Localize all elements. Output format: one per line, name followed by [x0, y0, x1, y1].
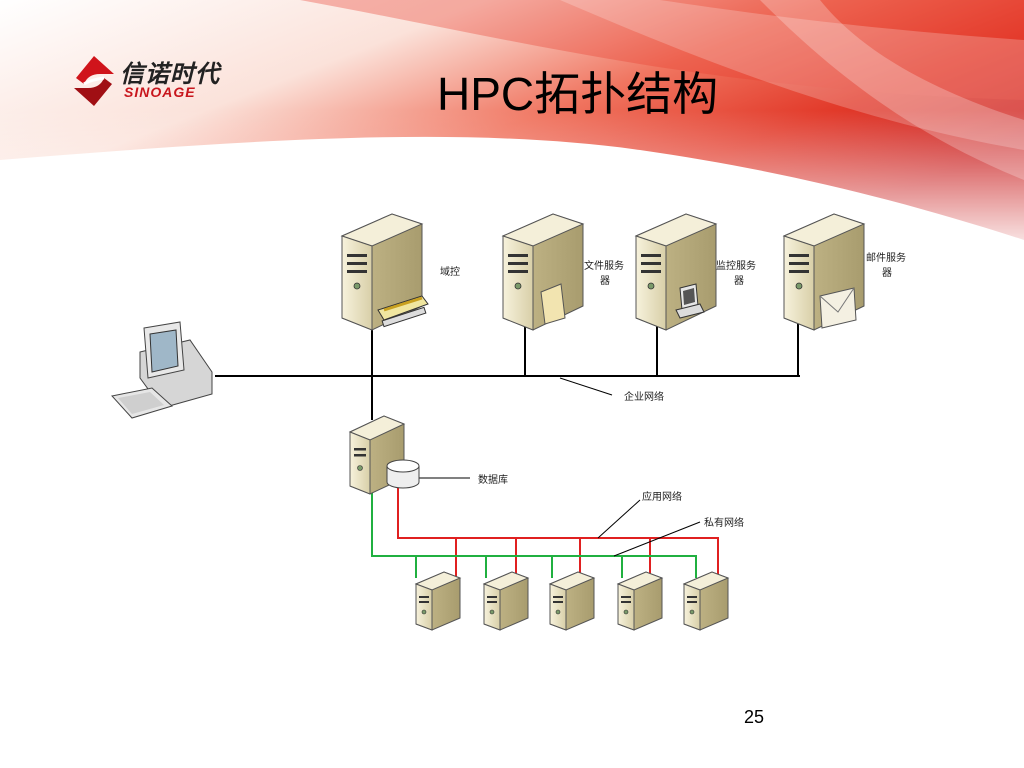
application-label-leader	[597, 499, 641, 539]
header-banner	[0, 0, 1024, 260]
mail-server-icon	[783, 213, 865, 331]
private-network	[371, 485, 697, 578]
mail-server-label-line1: 邮件服务	[866, 251, 906, 264]
brand-name-en: SINOAGE	[124, 84, 196, 100]
file-server-label-line1: 文件服务	[584, 259, 624, 272]
domain-controller-server-icon	[341, 213, 429, 331]
monitor-server-label-line2: 器	[734, 275, 744, 287]
enterprise-label-leader	[559, 377, 613, 396]
monitor-server-label-line1: 监控服务	[716, 259, 756, 272]
database-label: 数据库	[478, 473, 508, 486]
workstation-icon	[111, 321, 213, 419]
private-label-leader	[613, 521, 701, 557]
enterprise-network-label: 企业网络	[624, 390, 664, 403]
file-server-icon	[502, 213, 584, 331]
mail-server-label-line2: 器	[882, 267, 892, 279]
compute-node-4-icon	[617, 571, 663, 631]
file-server-label-line2: 器	[600, 275, 610, 287]
private-network-label: 私有网络	[704, 516, 744, 529]
slide-title: HPC拓扑结构	[437, 68, 719, 120]
application-network-label: 应用网络	[642, 490, 682, 503]
application-network	[397, 485, 719, 578]
compute-node-2-icon	[483, 571, 529, 631]
page-number: 25	[744, 707, 765, 727]
brand-logo: 信诺时代 SINOAGE	[70, 52, 260, 112]
monitor-server-icon	[635, 213, 717, 331]
compute-node-3-icon	[549, 571, 595, 631]
brand-name-cn: 信诺时代	[120, 60, 220, 88]
compute-node-1-icon	[415, 571, 461, 631]
compute-node-5-icon	[683, 571, 729, 631]
domain-controller-label: 域控	[440, 265, 460, 278]
sinoage-logo-icon	[74, 56, 114, 106]
database-icon	[386, 459, 420, 489]
